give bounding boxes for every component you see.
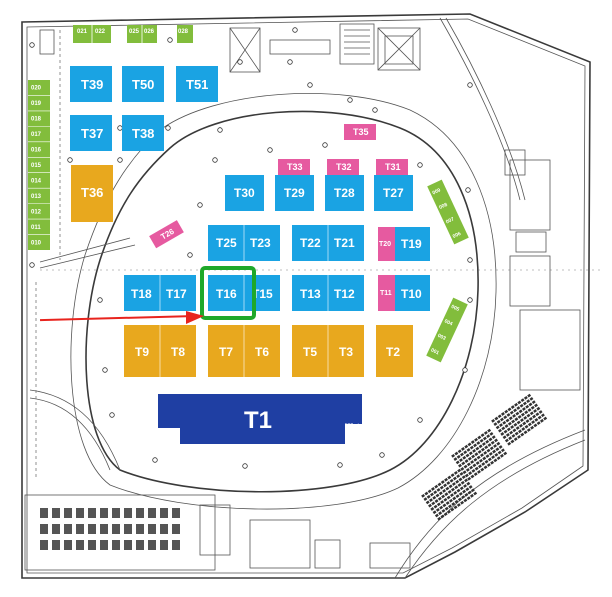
- booth-label-T30: T30: [234, 186, 255, 200]
- booth-label-T9: T9: [135, 345, 149, 359]
- booth-T36[interactable]: [71, 165, 113, 222]
- booth-012: 012: [31, 209, 42, 215]
- booth-015: 015: [31, 163, 42, 169]
- building-walls: [21, 13, 600, 579]
- booth-006: 006: [452, 231, 462, 240]
- booth-label-T10: T10: [401, 287, 422, 301]
- booth-label-T33: T33: [287, 162, 303, 172]
- red-arrow-icon: [40, 311, 204, 324]
- small-booths-right-lower: 005 004 003 001: [426, 297, 468, 363]
- booth-label-T13: T13: [300, 287, 321, 301]
- booth-T30[interactable]: [225, 175, 264, 211]
- booth-label-T37: T37: [81, 126, 103, 141]
- booth-label-T20: T20: [379, 241, 391, 248]
- booth-label-T35: T35: [353, 127, 369, 137]
- booth-label-T21: T21: [334, 236, 355, 250]
- blue-booths-main: T30 T29 T28 T27 T25 T23 T22 T21 T19 T18 …: [124, 175, 430, 311]
- auditorium-seating: [421, 393, 548, 521]
- booth-label-T32: T32: [336, 162, 352, 172]
- booth-label-T22: T22: [300, 236, 321, 250]
- booth-025: 025: [129, 29, 140, 35]
- booth-label-T11: T11: [380, 290, 392, 297]
- booth-label-T15: T15: [252, 287, 273, 301]
- booth-022: 022: [95, 29, 106, 35]
- small-booths-top: 021 022 025 026 028: [73, 25, 193, 43]
- booth-T39[interactable]: [70, 66, 112, 102]
- booth-T11[interactable]: [378, 275, 395, 311]
- booth-label-T23: T23: [250, 236, 271, 250]
- booth-label-T2: T2: [386, 345, 400, 359]
- booth-005: 005: [450, 304, 460, 313]
- booth-010: 010: [31, 240, 42, 246]
- booth-T50[interactable]: [122, 66, 164, 102]
- booth-T32[interactable]: [327, 159, 359, 175]
- booth-label-T7: T7: [219, 345, 233, 359]
- booth-013: 013: [31, 194, 42, 200]
- booth-T31[interactable]: [376, 159, 408, 175]
- booth-label-T17: T17: [166, 287, 187, 301]
- booth-007: 007: [445, 216, 455, 225]
- booth-label-T25: T25: [216, 236, 237, 250]
- booth-T2[interactable]: [376, 325, 413, 377]
- booth-026: 026: [144, 29, 155, 35]
- booth-label-T51: T51: [186, 77, 208, 92]
- booth-label-T50: T50: [132, 77, 154, 92]
- booth-label-T28: T28: [334, 186, 355, 200]
- booth-T33[interactable]: [278, 159, 310, 175]
- booth-label-T39: T39: [81, 77, 103, 92]
- pink-booths: T35 T33 T32 T31 T26 T20 T11: [149, 124, 408, 311]
- booth-008: 008: [438, 202, 448, 211]
- booth-label-T38: T38: [132, 126, 154, 141]
- booth-label-T27: T27: [383, 186, 404, 200]
- booth-014: 014: [31, 178, 42, 184]
- small-booths-right-upper: 009 008 007 006: [427, 179, 469, 245]
- small-booths-left: 020 019 018 017 016 015 014 013 012 011 010: [28, 80, 50, 250]
- highlight-frame: [200, 266, 256, 320]
- booth-021: 021: [77, 29, 88, 35]
- booth-020: 020: [31, 86, 42, 92]
- booth-017: 017: [31, 132, 42, 138]
- booth-011: 011: [31, 225, 41, 231]
- booth-T51[interactable]: [176, 66, 218, 102]
- booth-label-T5: T5: [303, 345, 317, 359]
- booth-T1[interactable]: T1 530m²: [158, 394, 362, 444]
- booth-label-T3: T3: [339, 345, 353, 359]
- booth-group-top-left: T39 T50 T51 T37 T38 T36: [70, 66, 218, 222]
- booth-T26[interactable]: [149, 220, 184, 249]
- orange-booths: T9 T8 T7 T6 T5 T3 T2: [124, 325, 413, 377]
- booth-004: 004: [443, 318, 453, 327]
- booth-016: 016: [31, 148, 42, 154]
- booth-label-T12: T12: [334, 287, 355, 301]
- booth-003: 003: [436, 333, 446, 342]
- booth-label-T31: T31: [385, 162, 401, 172]
- booth-T29[interactable]: [275, 175, 314, 211]
- booth-T37[interactable]: [70, 115, 112, 151]
- booth-T10[interactable]: [395, 275, 430, 311]
- booth-label-T18: T18: [131, 287, 152, 301]
- booth-009: 009: [432, 187, 442, 196]
- booth-label-T36: T36: [81, 185, 103, 200]
- booth-label-T1: T1: [244, 407, 272, 434]
- booth-T19[interactable]: [395, 227, 430, 261]
- seating-left: [40, 508, 180, 550]
- booth-area-T1: 530m²: [345, 423, 360, 429]
- booth-T20[interactable]: [378, 227, 395, 261]
- booth-label-T19: T19: [401, 237, 422, 251]
- booth-label-T6: T6: [255, 345, 269, 359]
- booth-T35[interactable]: [344, 124, 376, 140]
- booth-018: 018: [31, 117, 42, 123]
- booth-019: 019: [31, 101, 42, 107]
- booth-T28[interactable]: [325, 175, 364, 211]
- booth-T27[interactable]: [374, 175, 413, 211]
- booth-T38[interactable]: [122, 115, 164, 151]
- booth-label-T16: T16: [216, 287, 237, 301]
- booth-label-T8: T8: [171, 345, 185, 359]
- booth-label-T29: T29: [284, 186, 305, 200]
- booth-028: 028: [178, 29, 189, 35]
- booth-001: 001: [430, 347, 440, 356]
